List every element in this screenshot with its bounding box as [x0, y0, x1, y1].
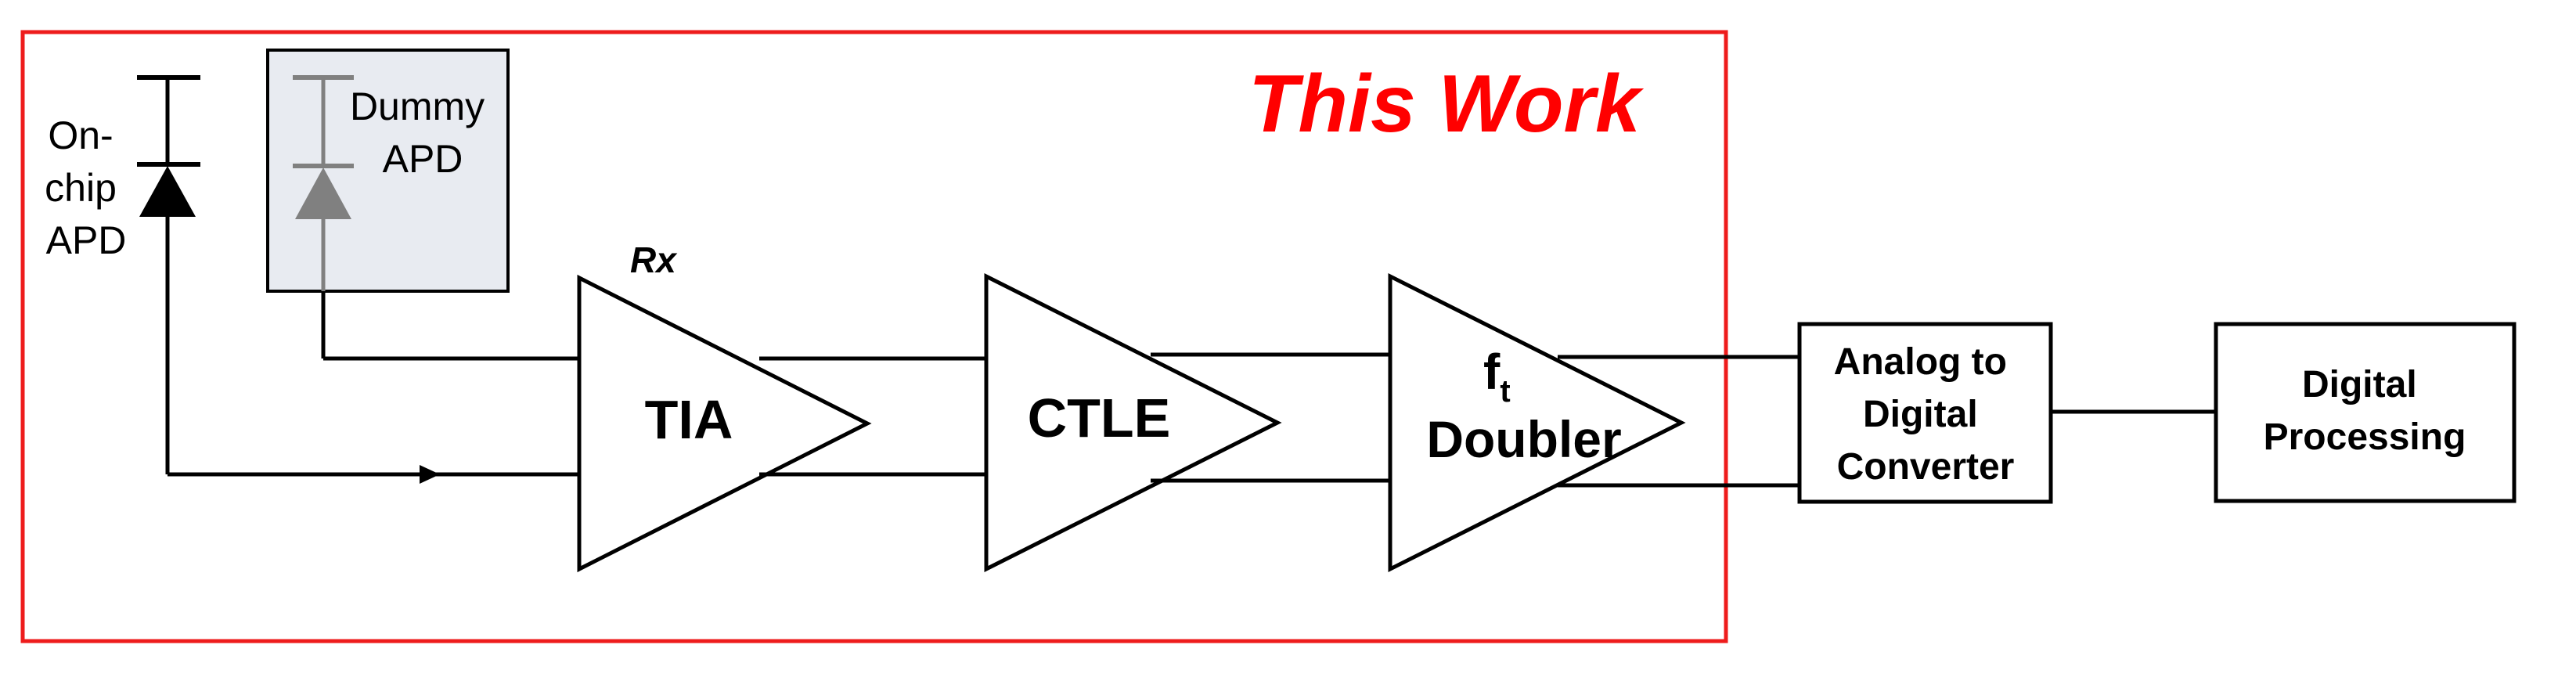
tia-label: TIA	[645, 389, 733, 450]
ft-label: ft	[1483, 344, 1511, 409]
dsp-block	[2214, 322, 2517, 503]
doubler-label: Doubler	[1426, 410, 1621, 468]
adc-label: Analog to Digital Converter	[1834, 341, 2018, 488]
ft-doubler-block	[1388, 272, 1686, 573]
dummy-diode-icon	[295, 168, 351, 219]
dsp-label: Digital Processing	[2264, 364, 2466, 458]
adc-block	[1797, 322, 2053, 504]
rx-label: Rx	[630, 240, 678, 280]
apd-diode-icon	[139, 166, 196, 217]
dummy-apd-box	[266, 49, 510, 293]
dummy-apd	[293, 75, 579, 361]
on-chip-apd	[137, 75, 579, 484]
ctle-label: CTLE	[1028, 387, 1171, 449]
this-work-frame	[20, 30, 1728, 643]
ctle-block	[984, 272, 1282, 573]
arrow-icon	[420, 465, 440, 484]
on-chip-apd-label: On- chip APD	[45, 114, 128, 262]
this-work-title: This Work	[1248, 59, 1645, 150]
tia-block	[577, 274, 872, 573]
dummy-apd-label: Dummy APD	[350, 85, 495, 181]
